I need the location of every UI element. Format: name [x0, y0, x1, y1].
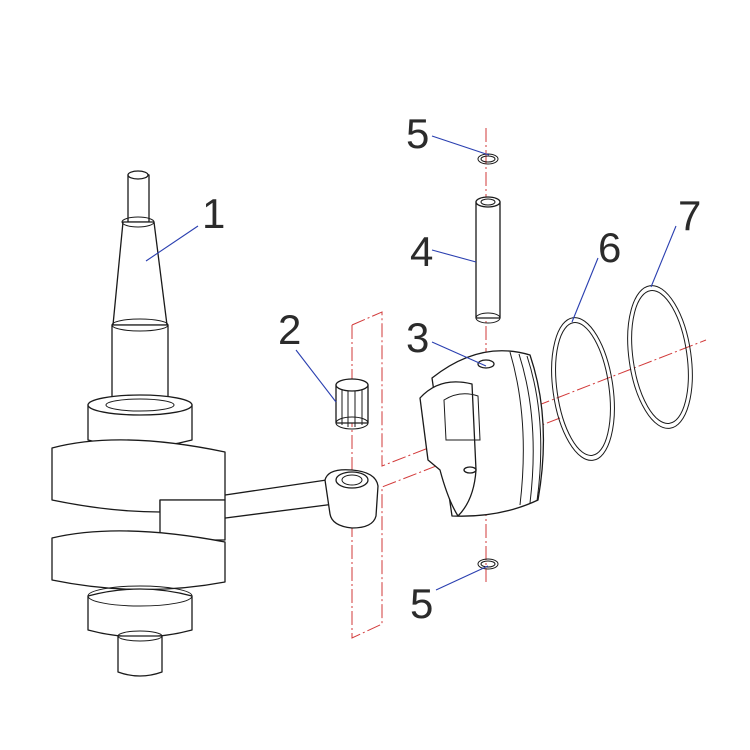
crankshaft [51, 170, 226, 677]
piston-ring-1 [551, 317, 615, 461]
callout-1: 1 [202, 190, 225, 237]
callout-7: 7 [678, 192, 701, 239]
callout-2: 2 [278, 306, 301, 353]
connecting-rod [204, 469, 379, 529]
piston-ring-2 [627, 285, 693, 429]
callout-5-top: 5 [406, 110, 429, 157]
callout-labels: 1 2 3 4 5 5 6 7 [202, 110, 701, 627]
piston-pin [475, 196, 501, 324]
bearing-axis-line-upper [351, 311, 707, 467]
circlip-bottom [477, 558, 499, 570]
callout-6: 6 [598, 224, 621, 271]
callout-5-bottom: 5 [410, 580, 433, 627]
leader-lines [145, 135, 677, 591]
needle-bearing [335, 378, 369, 430]
callout-3: 3 [406, 314, 429, 361]
callout-4: 4 [410, 228, 433, 275]
piston [419, 350, 545, 517]
circlip-top [477, 153, 499, 165]
